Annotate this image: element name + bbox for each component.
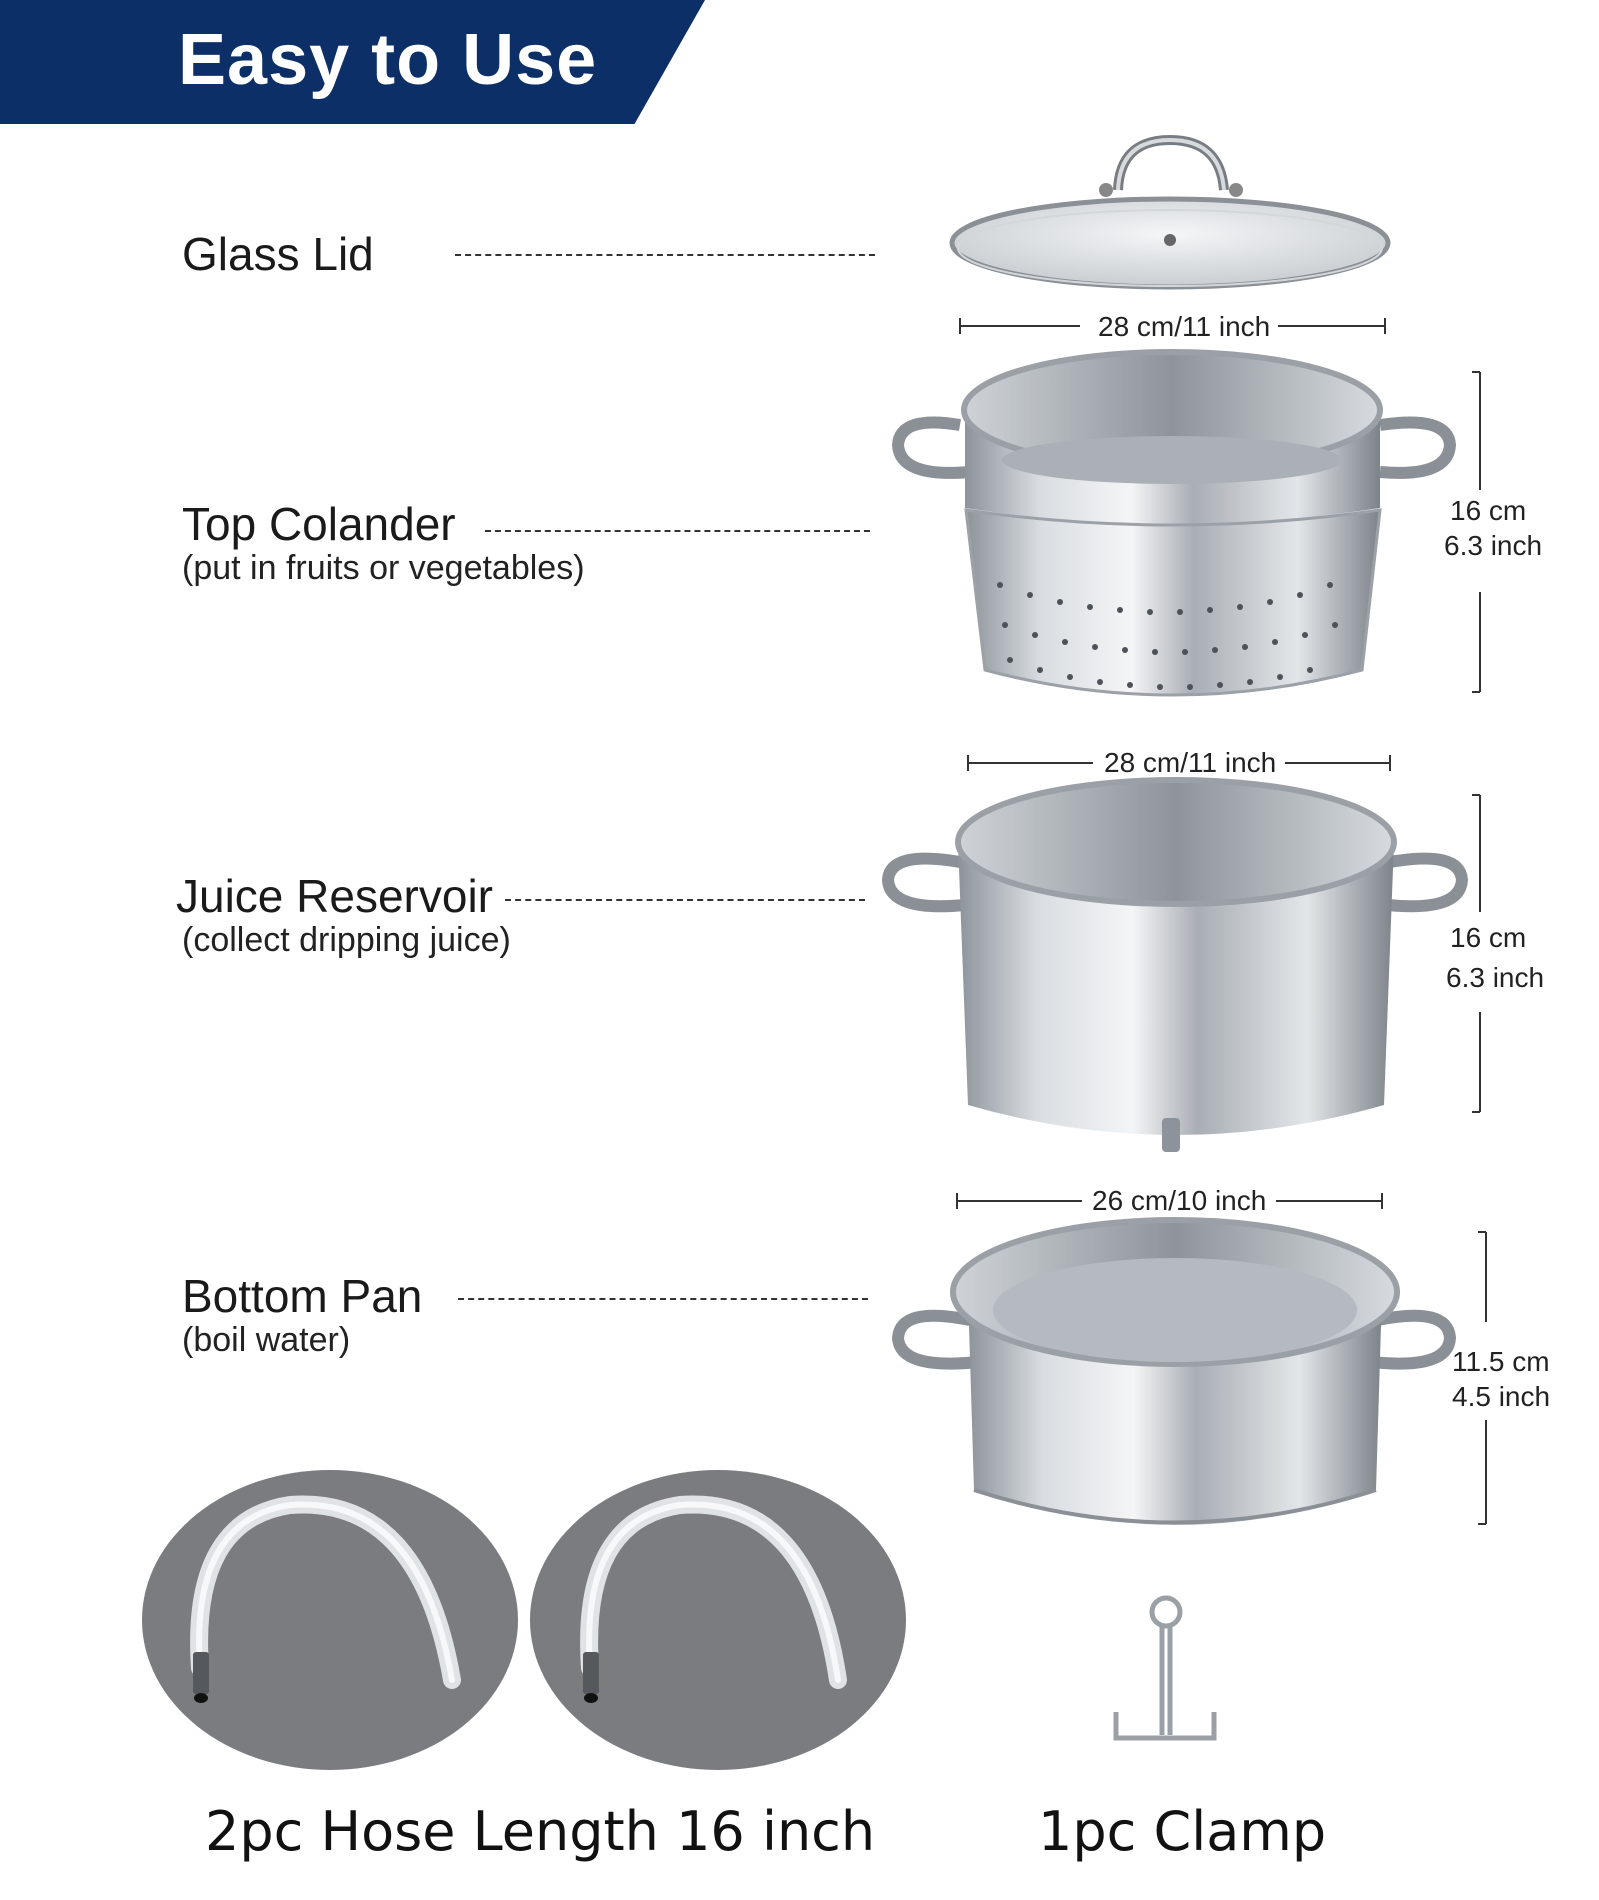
bottom-pan-note: (boil water) [182,1321,351,1359]
top-colander-image [891,349,1457,697]
juice-reservoir-leader [505,899,865,901]
top-colander-label: Top Colander [182,498,456,550]
title-banner [0,0,705,124]
pan-width-label: 26 cm/10 inch [1092,1185,1267,1216]
reservoir-height-dimension [1472,794,1481,1113]
banner-title: Easy to Use [178,20,598,100]
pan-height-in-label: 4.5 inch [1452,1381,1551,1412]
juice-reservoir-note: (collect dripping juice) [182,921,511,959]
bottom-pan-leader [458,1298,868,1300]
clamp-caption: 1pc Clamp [1038,1800,1327,1863]
reservoir-height-cm-label: 16 cm [1450,922,1527,953]
colander-width-dimension [959,318,1386,334]
glass-lid-image [949,134,1391,290]
reservoir-height-in-label: 6.3 inch [1446,962,1545,993]
pan-width-dimension [956,1193,1383,1209]
pan-height-dimension [1478,1231,1487,1525]
pan-height-cm-label: 11.5 cm [1452,1346,1550,1377]
bottom-pan-label: Bottom Pan [182,1270,423,1322]
colander-height-dimension [1472,371,1481,693]
colander-height-cm-label: 16 cm [1450,495,1527,526]
juice-reservoir-label: Juice Reservoir [176,870,493,922]
clamp-image [1113,1595,1217,1741]
hose-caption: 2pc Hose Length 16 inch [205,1800,876,1863]
top-colander-note: (put in fruits or vegetables) [182,549,585,587]
juice-reservoir-image [881,777,1469,1152]
colander-width-label: 28 cm/11 inch [1098,311,1271,342]
reservoir-width-label: 28 cm/11 inch [1104,747,1277,778]
hose-image-1 [142,1470,518,1770]
colander-height-in-label: 6.3 inch [1444,530,1543,561]
bottom-pan-image [891,1217,1457,1525]
top-colander-leader [485,530,870,532]
glass-lid-leader [455,254,875,256]
hose-image-2 [530,1470,906,1770]
glass-lid-label: Glass Lid [182,228,374,280]
reservoir-width-dimension [967,755,1391,771]
